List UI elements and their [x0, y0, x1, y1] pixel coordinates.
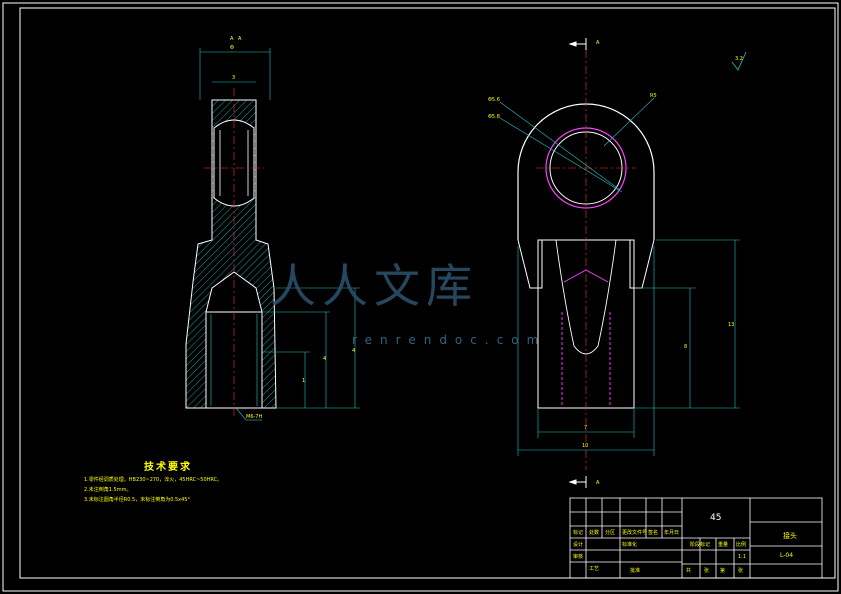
- tb-cell: 设计: [573, 542, 584, 548]
- inner-frame: [19, 7, 836, 579]
- notes-title: 技术要求: [144, 462, 192, 473]
- svg-text:A: A: [238, 36, 242, 42]
- tb-cell: 工艺: [589, 566, 600, 572]
- notes-item: 2.未注倒角1.5mm。: [84, 487, 132, 493]
- dim-height-part: 8: [684, 344, 687, 350]
- section-marker-bottom: [568, 476, 587, 488]
- tb-cell: 签名: [648, 530, 659, 536]
- section-label-left: A A: [230, 36, 242, 42]
- svg-text:3.2: 3.2: [735, 56, 743, 62]
- tb-cell: 共: [686, 568, 692, 574]
- title-material: 45: [710, 513, 722, 523]
- tb-cell: 标准化: [622, 542, 638, 548]
- tb-cell: 批准: [630, 568, 641, 574]
- tb-cell: 审核: [573, 554, 584, 560]
- dim-thread: M6-7H: [246, 414, 262, 420]
- dim-diam-inner: Φ5.8: [488, 114, 500, 120]
- tb-cell: 张: [738, 568, 744, 574]
- right-front-view: Φ5.6 Φ5.8 R5 13 8 7 10 A A: [488, 38, 740, 488]
- notes-item: 3.未标注圆角半径R0.5，未标注倒角为0.5x45°: [84, 497, 190, 503]
- svg-text:A: A: [230, 36, 234, 42]
- title-ratio: 1:1: [738, 554, 747, 560]
- tb-cell: 更改文件号: [622, 530, 648, 536]
- dim-left-top: Φ: [230, 45, 234, 51]
- tb-cell: 分区: [605, 530, 616, 536]
- title-block: [569, 497, 823, 579]
- dim-diam-outer: Φ5.6: [488, 97, 500, 103]
- right-eye-outline: [517, 103, 655, 240]
- right-eye-bore: [545, 127, 627, 209]
- tb-cell: 阶段标记: [690, 542, 711, 548]
- tb-cell: 张: [704, 568, 710, 574]
- watermark-url: renrendoc.com: [352, 333, 547, 347]
- notes-item: 1.零件经调质处理，HB230~270，淬火，45HRC~50HRC。: [84, 477, 223, 483]
- dim-left-inner-top: 3: [232, 75, 235, 81]
- dim-left-side-c: 1: [302, 378, 305, 384]
- dim-left-side-b: 4: [323, 356, 326, 362]
- dim-height-total: 13: [728, 322, 734, 328]
- left-section-view: Φ 3 4 4 1 M6-7H A A: [185, 36, 360, 421]
- dim-left-side-a: 4: [352, 348, 355, 354]
- title-part-name: 接头: [783, 532, 797, 540]
- section-marker-top: [568, 38, 587, 50]
- dim-radius: R5: [650, 93, 657, 99]
- roughness-symbol: 3.2: [731, 51, 747, 71]
- dim-width-outer: 10: [582, 443, 588, 449]
- tb-cell: 比例: [736, 542, 747, 548]
- tb-cell: 重量: [718, 542, 729, 548]
- dim-width-inner: 7: [584, 425, 587, 431]
- tb-cell: 年月日: [664, 530, 680, 536]
- tb-cell: 标记: [573, 530, 584, 536]
- tb-cell: 处数: [589, 530, 600, 536]
- title-drawing-no: L-04: [780, 552, 794, 559]
- tb-cell: 第: [720, 568, 726, 574]
- watermark-logo: 人人文库: [270, 259, 478, 313]
- svg-text:A: A: [596, 40, 600, 46]
- svg-text:A: A: [596, 480, 600, 486]
